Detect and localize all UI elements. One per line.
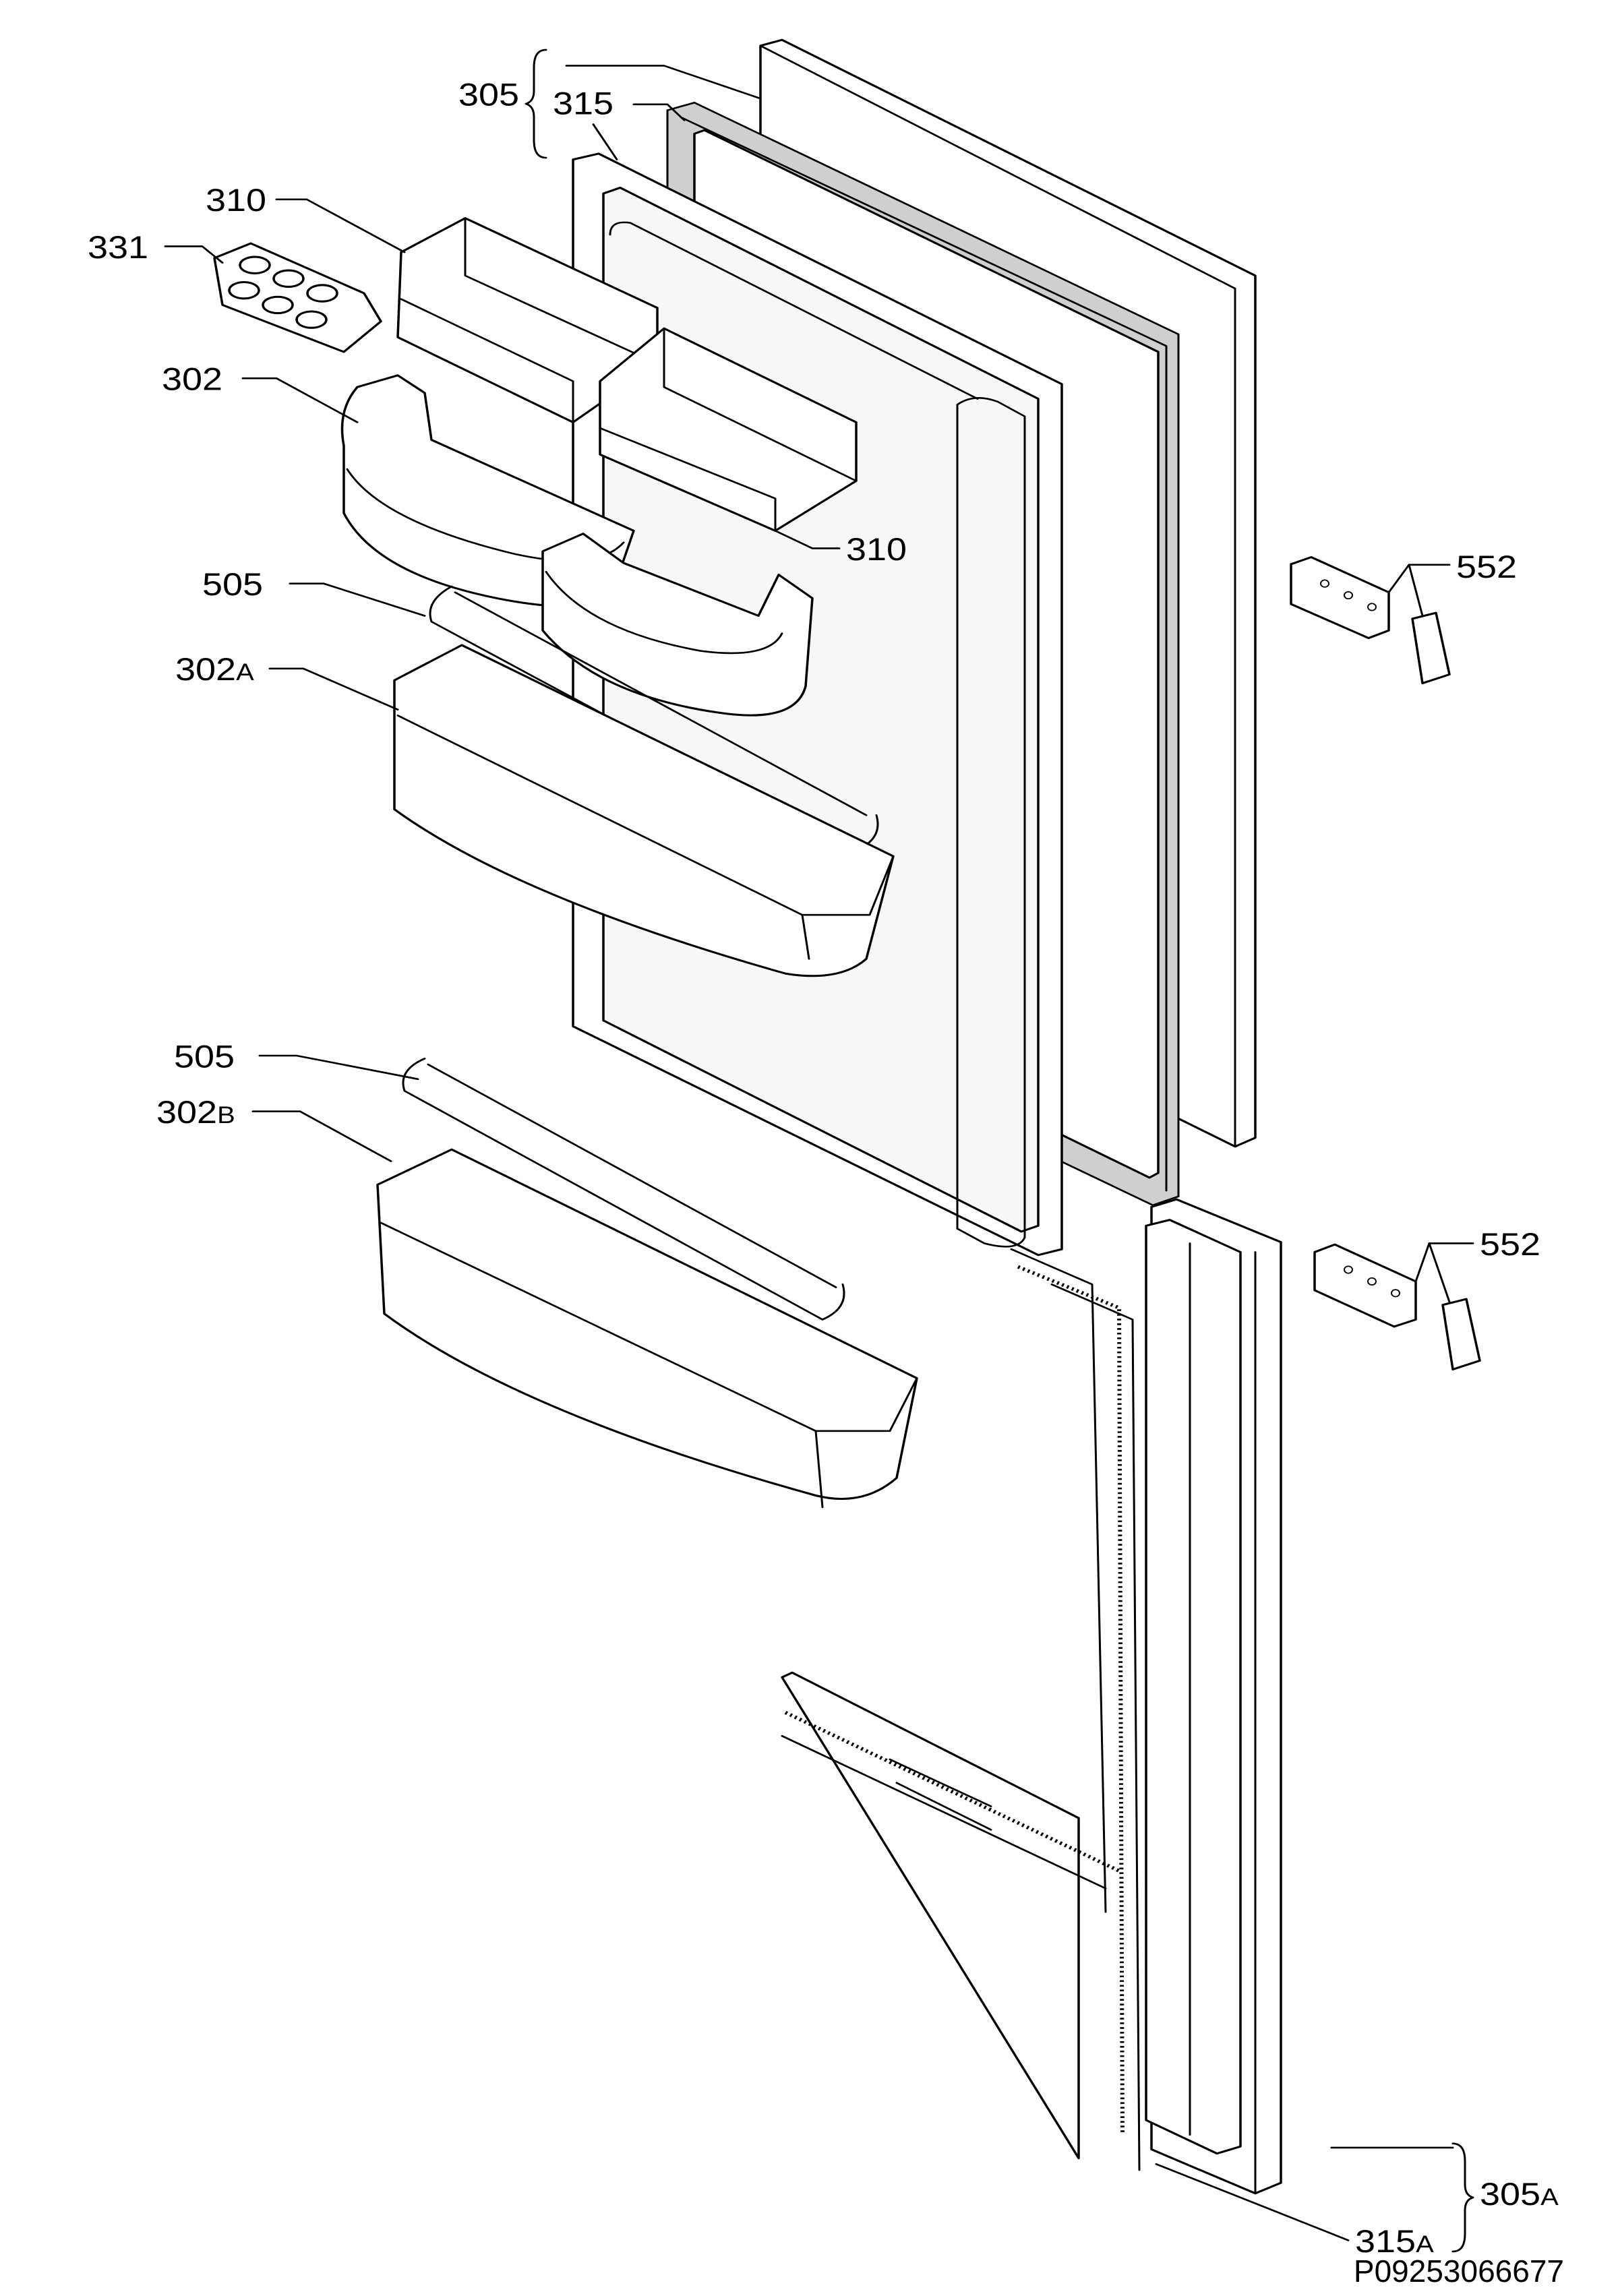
label-310-top: 310 <box>206 183 266 218</box>
door-shelf-302B <box>376 1148 918 1509</box>
label-305: 305 <box>458 77 519 113</box>
label-305A: 305A <box>1480 2177 1559 2212</box>
lower-door-liner <box>781 1248 1141 2171</box>
label-552-bottom: 552 <box>1480 1226 1540 1262</box>
label-331: 331 <box>88 229 148 265</box>
drawing-code: P09253066677 <box>1354 2254 1564 2289</box>
hinge-bracket-552-top <box>1290 555 1451 685</box>
label-315A: 315A <box>1355 2223 1434 2259</box>
lower-door-gasket-315A <box>1145 1219 1242 2155</box>
label-315: 315 <box>553 86 613 121</box>
label-302A: 302A <box>175 652 254 688</box>
door-shelf-302-right <box>541 533 814 717</box>
hinge-bracket-552-bottom <box>1313 1243 1481 1370</box>
egg-tray-331 <box>213 242 382 353</box>
leader-lines <box>164 49 1474 2253</box>
dairy-compartment-310-right <box>599 327 858 532</box>
door-shelf-302A <box>393 644 895 977</box>
label-302B: 302B <box>156 1094 235 1130</box>
bottle-rail-505-bottom <box>402 1058 845 1321</box>
label-302: 302 <box>162 361 222 397</box>
label-505-top: 505 <box>202 566 263 602</box>
label-310-right: 310 <box>846 531 907 567</box>
part-labels: 305 315 310 331 302 310 505 552 302A 505… <box>88 77 1559 2259</box>
label-552-top: 552 <box>1456 549 1517 584</box>
label-505-bottom: 505 <box>174 1039 235 1075</box>
